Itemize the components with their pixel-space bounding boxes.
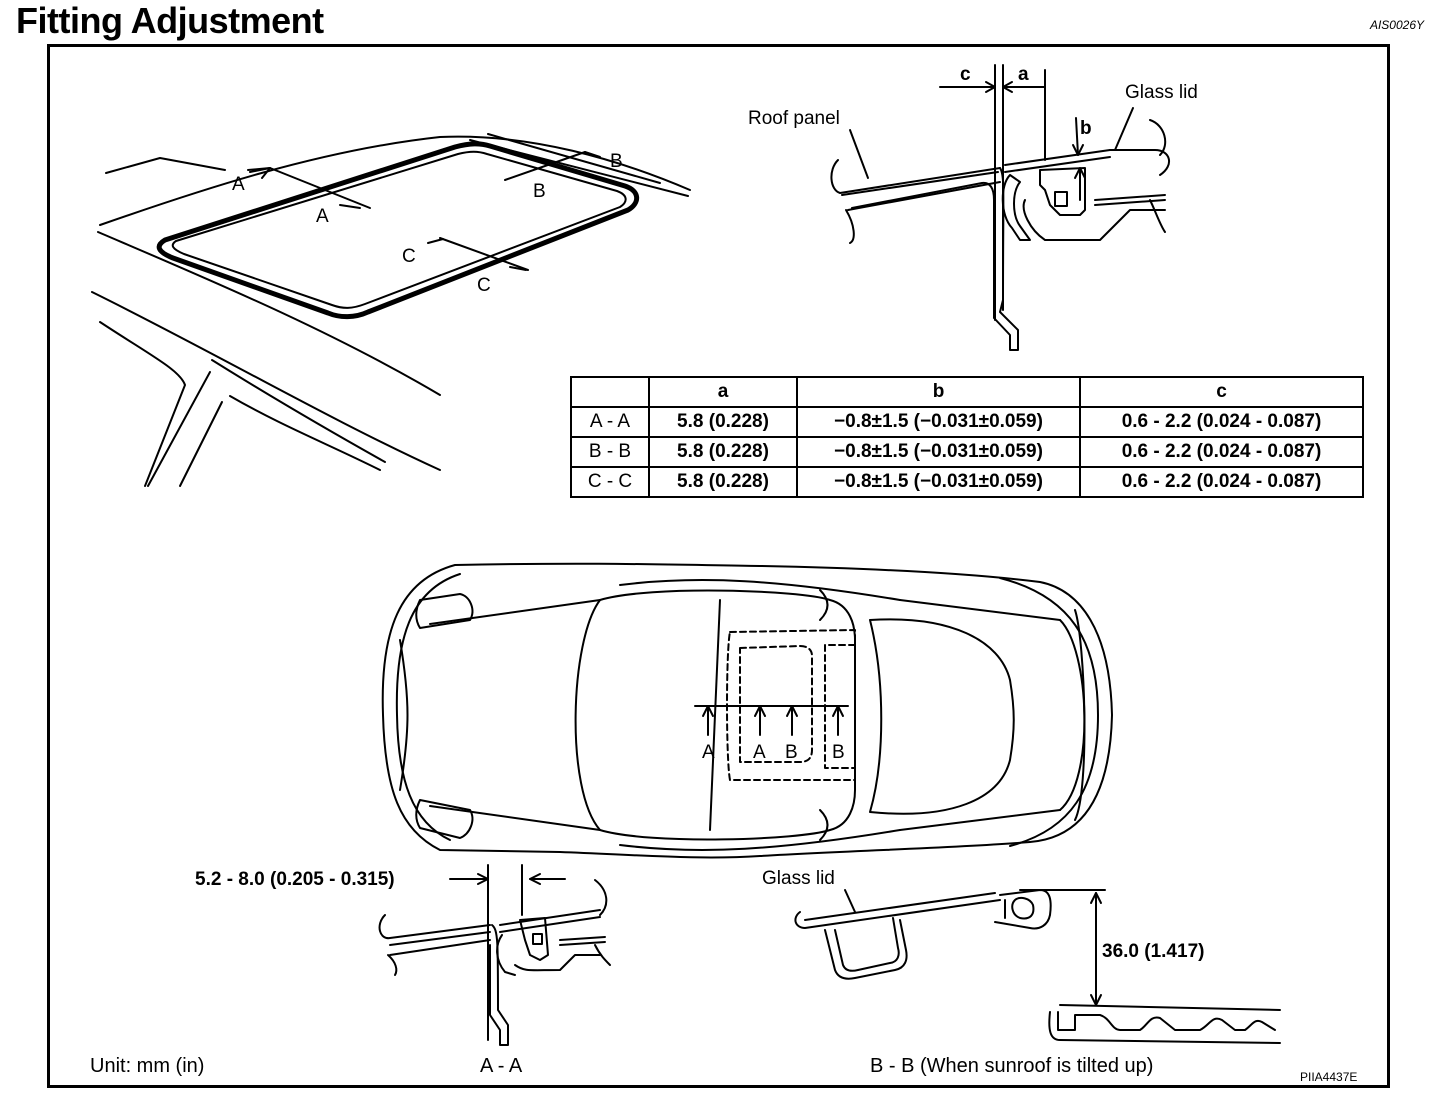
- section-label-c: C: [477, 275, 491, 296]
- column-header: b: [796, 376, 1081, 408]
- cell-a: 5.8 (0.228): [648, 436, 798, 468]
- glass-lid-label: Glass lid: [762, 868, 835, 889]
- cell-a: 5.8 (0.228): [648, 406, 798, 438]
- section-label-a: A: [702, 742, 715, 763]
- row-section: A - A: [570, 406, 650, 438]
- section-bb-caption: B - B (When sunroof is tilted up): [870, 1055, 1154, 1077]
- row-section: C - C: [570, 466, 650, 498]
- tilt-height-label: 36.0 (1.417): [1102, 941, 1204, 962]
- section-label-b: B: [533, 181, 546, 202]
- section-aa-detail: [378, 864, 611, 1046]
- section-label-b: B: [610, 151, 623, 172]
- cell-c: 0.6 - 2.2 (0.024 - 0.087): [1079, 466, 1364, 498]
- unit-note: Unit: mm (in): [90, 1055, 205, 1077]
- section-aa-labels: 5.2 - 8.0 (0.205 - 0.315): [195, 869, 395, 890]
- cross-section-detail: [830, 64, 1170, 351]
- car-top-view: [381, 562, 1113, 859]
- section-bb-labels: Glass lid 36.0 (1.417): [762, 868, 1204, 962]
- cell-b: −0.8±1.5 (−0.031±0.059): [796, 436, 1081, 468]
- fitting-spec-table: a b c A - A 5.8 (0.228) −0.8±1.5 (−0.031…: [570, 376, 1364, 498]
- cell-b: −0.8±1.5 (−0.031±0.059): [796, 406, 1081, 438]
- dim-c-label: c: [960, 64, 971, 85]
- roof-panel-label: Roof panel: [748, 108, 840, 129]
- section-label-a: A: [316, 206, 329, 227]
- cell-c: 0.6 - 2.2 (0.024 - 0.087): [1079, 406, 1364, 438]
- table-row: B - B 5.8 (0.228) −0.8±1.5 (−0.031±0.059…: [570, 436, 1364, 468]
- row-section: B - B: [570, 436, 650, 468]
- roof-section-labels: A A B B C C: [232, 151, 623, 296]
- column-header: [570, 376, 650, 408]
- roof-perspective-view: [91, 133, 691, 487]
- cell-c: 0.6 - 2.2 (0.024 - 0.087): [1079, 436, 1364, 468]
- dim-a-label: a: [1018, 64, 1029, 85]
- figure-frame: [47, 44, 1390, 1088]
- cross-section-labels: c a b Roof panel Glass lid: [748, 64, 1198, 139]
- column-header: a: [648, 376, 798, 408]
- section-label-a: A: [753, 742, 766, 763]
- glass-lid-label: Glass lid: [1125, 82, 1198, 103]
- car-section-labels: A A B B: [702, 742, 845, 763]
- gap-dimension-label: 5.2 - 8.0 (0.205 - 0.315): [195, 869, 395, 890]
- figure-reference-code: PIIA4437E: [1300, 1070, 1358, 1084]
- section-label-a: A: [232, 174, 245, 195]
- section-label-b: B: [832, 742, 845, 763]
- table-row: A - A 5.8 (0.228) −0.8±1.5 (−0.031±0.059…: [570, 406, 1364, 438]
- reference-code: AIS0026Y: [1369, 18, 1424, 32]
- cell-b: −0.8±1.5 (−0.031±0.059): [796, 466, 1081, 498]
- cell-a: 5.8 (0.228): [648, 466, 798, 498]
- column-header: c: [1079, 376, 1364, 408]
- table-header-row: a b c: [570, 376, 1364, 408]
- dim-b-label: b: [1080, 118, 1092, 139]
- section-bb-detail: [794, 889, 1281, 1044]
- table-row: C - C 5.8 (0.228) −0.8±1.5 (−0.031±0.059…: [570, 466, 1364, 498]
- section-label-c: C: [402, 246, 416, 267]
- page-title: Fitting Adjustment: [16, 0, 324, 41]
- section-aa-caption: A - A: [480, 1055, 523, 1077]
- section-label-b: B: [785, 742, 798, 763]
